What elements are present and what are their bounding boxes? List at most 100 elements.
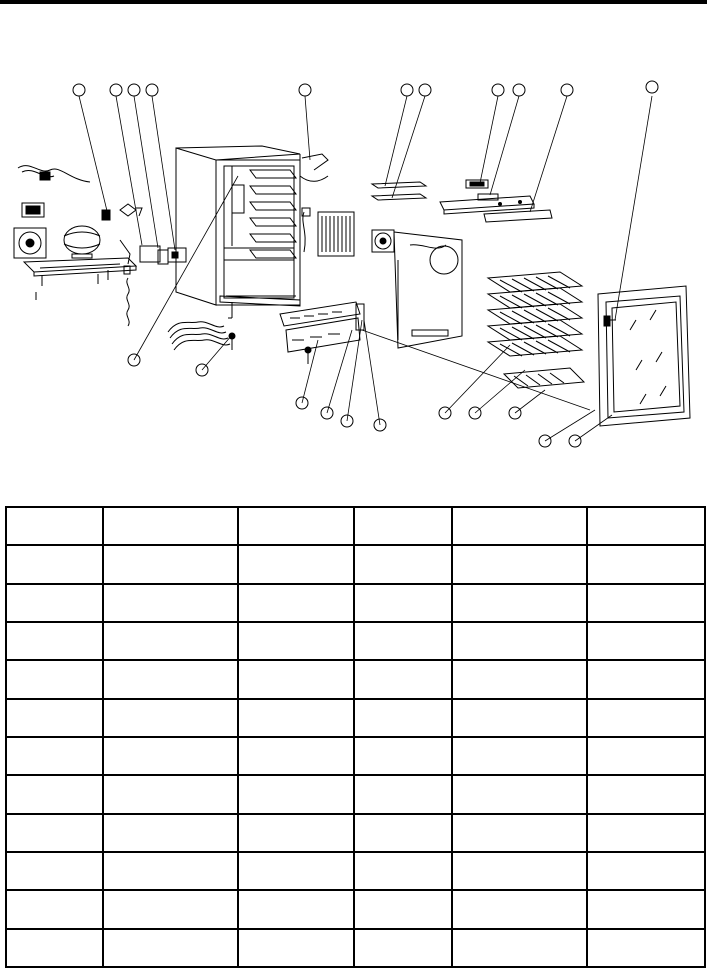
table-cell xyxy=(451,812,588,853)
glass-door xyxy=(597,285,691,427)
drain-hose xyxy=(119,239,131,327)
table-cell xyxy=(353,659,453,700)
relay-clip xyxy=(101,203,143,221)
table-cell xyxy=(102,812,239,853)
callout-markers xyxy=(72,80,659,448)
back-fan xyxy=(371,229,395,253)
callout-marker xyxy=(560,83,574,97)
table-cell xyxy=(5,735,104,777)
table-cell xyxy=(102,582,239,623)
table-cell xyxy=(586,620,706,662)
table-cell xyxy=(5,544,104,585)
table-cell xyxy=(237,505,355,547)
callout-marker xyxy=(418,83,432,97)
table-cell xyxy=(451,505,588,547)
table-cell xyxy=(102,774,239,815)
bottom-rail xyxy=(219,295,301,319)
table-cell xyxy=(353,697,453,738)
table-cell xyxy=(353,850,453,892)
callout-marker xyxy=(508,406,522,420)
table-cell xyxy=(102,697,239,738)
table-row xyxy=(5,774,706,815)
table-cell xyxy=(353,774,453,815)
table-cell xyxy=(586,697,706,738)
rear-panel xyxy=(393,231,463,349)
table-cell xyxy=(237,850,355,892)
table-cell xyxy=(237,544,355,585)
control-board xyxy=(465,179,499,201)
base-plate xyxy=(22,257,138,300)
table-cell xyxy=(586,774,706,815)
table-cell xyxy=(5,889,104,930)
table-cell xyxy=(451,544,588,585)
table-cell xyxy=(5,582,104,623)
callout-marker xyxy=(109,83,123,97)
bottom-shelf xyxy=(502,367,586,389)
table-row xyxy=(5,544,706,585)
table-row xyxy=(5,889,706,930)
evaporator xyxy=(301,207,355,257)
table-cell xyxy=(102,889,239,930)
callout-marker xyxy=(298,83,312,97)
table-row xyxy=(5,659,706,700)
table-cell xyxy=(237,582,355,623)
table-cell xyxy=(586,927,706,968)
callout-marker xyxy=(373,418,387,432)
callout-marker xyxy=(491,83,505,97)
table-cell xyxy=(451,850,588,892)
table-cell xyxy=(586,544,706,585)
table-cell xyxy=(102,544,239,585)
table-cell xyxy=(353,889,453,930)
table-cell xyxy=(237,735,355,777)
table-cell xyxy=(102,505,239,547)
table-row xyxy=(5,850,706,892)
callout-marker xyxy=(145,83,159,97)
table-cell xyxy=(586,889,706,930)
top-bracket xyxy=(299,153,329,182)
table-row xyxy=(5,697,706,738)
table-cell xyxy=(451,735,588,777)
callout-marker xyxy=(645,80,659,94)
table-cell xyxy=(451,582,588,623)
table-row xyxy=(5,927,706,968)
screws xyxy=(228,332,312,364)
table-cell xyxy=(353,620,453,662)
table-cell xyxy=(451,927,588,968)
callout-marker xyxy=(568,434,582,448)
table-row xyxy=(5,812,706,853)
table-cell xyxy=(586,850,706,892)
table-cell xyxy=(451,620,588,662)
table-cell xyxy=(5,697,104,738)
table-cell xyxy=(5,812,104,853)
table-cell xyxy=(237,889,355,930)
callout-marker xyxy=(127,353,141,367)
table-cell xyxy=(237,927,355,968)
table-cell xyxy=(102,735,239,777)
table-cell xyxy=(353,544,453,585)
table-cell xyxy=(5,774,104,815)
table-cell xyxy=(451,659,588,700)
callout-marker xyxy=(468,406,482,420)
table-cell xyxy=(237,659,355,700)
table-cell xyxy=(102,620,239,662)
control-panel xyxy=(139,245,187,265)
table-cell xyxy=(353,505,453,547)
table-cell xyxy=(5,620,104,662)
callout-marker xyxy=(438,406,452,420)
table-cell xyxy=(586,659,706,700)
header-rule xyxy=(0,0,707,4)
table-cell xyxy=(353,927,453,968)
table-row xyxy=(5,735,706,777)
callout-marker xyxy=(72,83,86,97)
relay-box xyxy=(21,202,45,218)
power-cord xyxy=(17,165,91,183)
callout-marker xyxy=(340,414,354,428)
table-cell xyxy=(586,812,706,853)
callout-marker xyxy=(127,83,141,97)
table-cell xyxy=(586,582,706,623)
table-cell xyxy=(237,812,355,853)
top-trim-strips xyxy=(370,181,428,201)
cabinet-shelves xyxy=(249,169,297,259)
table-cell xyxy=(353,582,453,623)
callout-marker xyxy=(538,434,552,448)
